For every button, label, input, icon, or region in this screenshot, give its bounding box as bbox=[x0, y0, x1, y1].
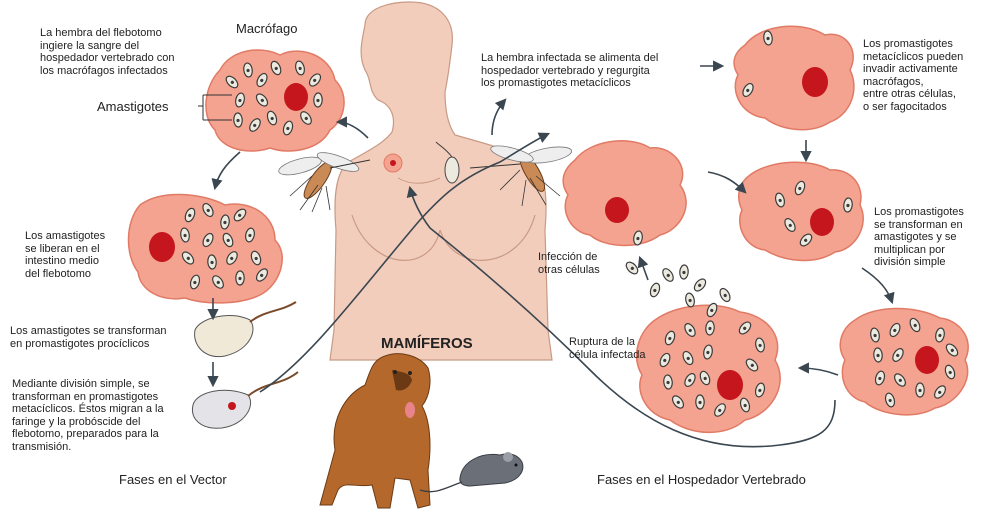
dog-illustration bbox=[320, 354, 430, 508]
amastigote bbox=[661, 267, 676, 283]
amastigote bbox=[916, 383, 924, 397]
caption-hembra-infectada: La hembra infectada se alimenta del hosp… bbox=[481, 52, 658, 90]
bite-site-macrophage bbox=[384, 154, 402, 172]
amastigote bbox=[684, 292, 695, 307]
amastigote bbox=[696, 395, 705, 409]
caption-infeccion-otras: Infección de otras células bbox=[538, 251, 600, 276]
rat-illustration bbox=[420, 452, 523, 492]
amastigote bbox=[233, 113, 242, 127]
caption-invadir: Los promastigotes metacíclicos pueden in… bbox=[863, 38, 963, 113]
amastigote bbox=[236, 271, 245, 285]
amastigote bbox=[624, 260, 640, 276]
caption-transforman-prociclicos: Los amastigotes se transforman en promas… bbox=[10, 325, 167, 350]
macrophage-top-right bbox=[734, 26, 854, 129]
label-macrofago: Macrófago bbox=[236, 21, 297, 36]
metacyclic-promastigote bbox=[192, 372, 298, 428]
label-mamiferos: MAMÍFEROS bbox=[381, 338, 473, 351]
amastigote bbox=[314, 93, 323, 107]
amastigote bbox=[718, 287, 732, 303]
macrophage-right-2 bbox=[739, 162, 863, 260]
label-fases-vector: Fases en el Vector bbox=[119, 472, 227, 487]
amastigote bbox=[692, 277, 708, 293]
label-amastigotes: Amastigotes bbox=[97, 99, 169, 114]
caption-ruptura: Ruptura de la célula infectada bbox=[569, 336, 645, 361]
procyclic-promastigote bbox=[195, 302, 296, 357]
amastigote bbox=[679, 265, 688, 280]
caption-division-simple: Mediante división simple, se transforman… bbox=[12, 378, 164, 453]
caption-amastigotes-liberan: Los amastigotes se liberan en el intesti… bbox=[25, 230, 105, 280]
label-fases-hospedador: Fases en el Hospedador Vertebrado bbox=[597, 472, 806, 487]
infected-cell-center bbox=[563, 141, 686, 246]
caption-hembra-ingiere: La hembra del flebotomo ingiere la sangr… bbox=[40, 27, 175, 77]
amastigote bbox=[649, 282, 662, 298]
caption-transforman-amastigotes: Los promastigotes se transforman en amas… bbox=[874, 206, 964, 269]
macrophage-right-3 bbox=[840, 308, 968, 414]
amastigote bbox=[207, 255, 216, 270]
